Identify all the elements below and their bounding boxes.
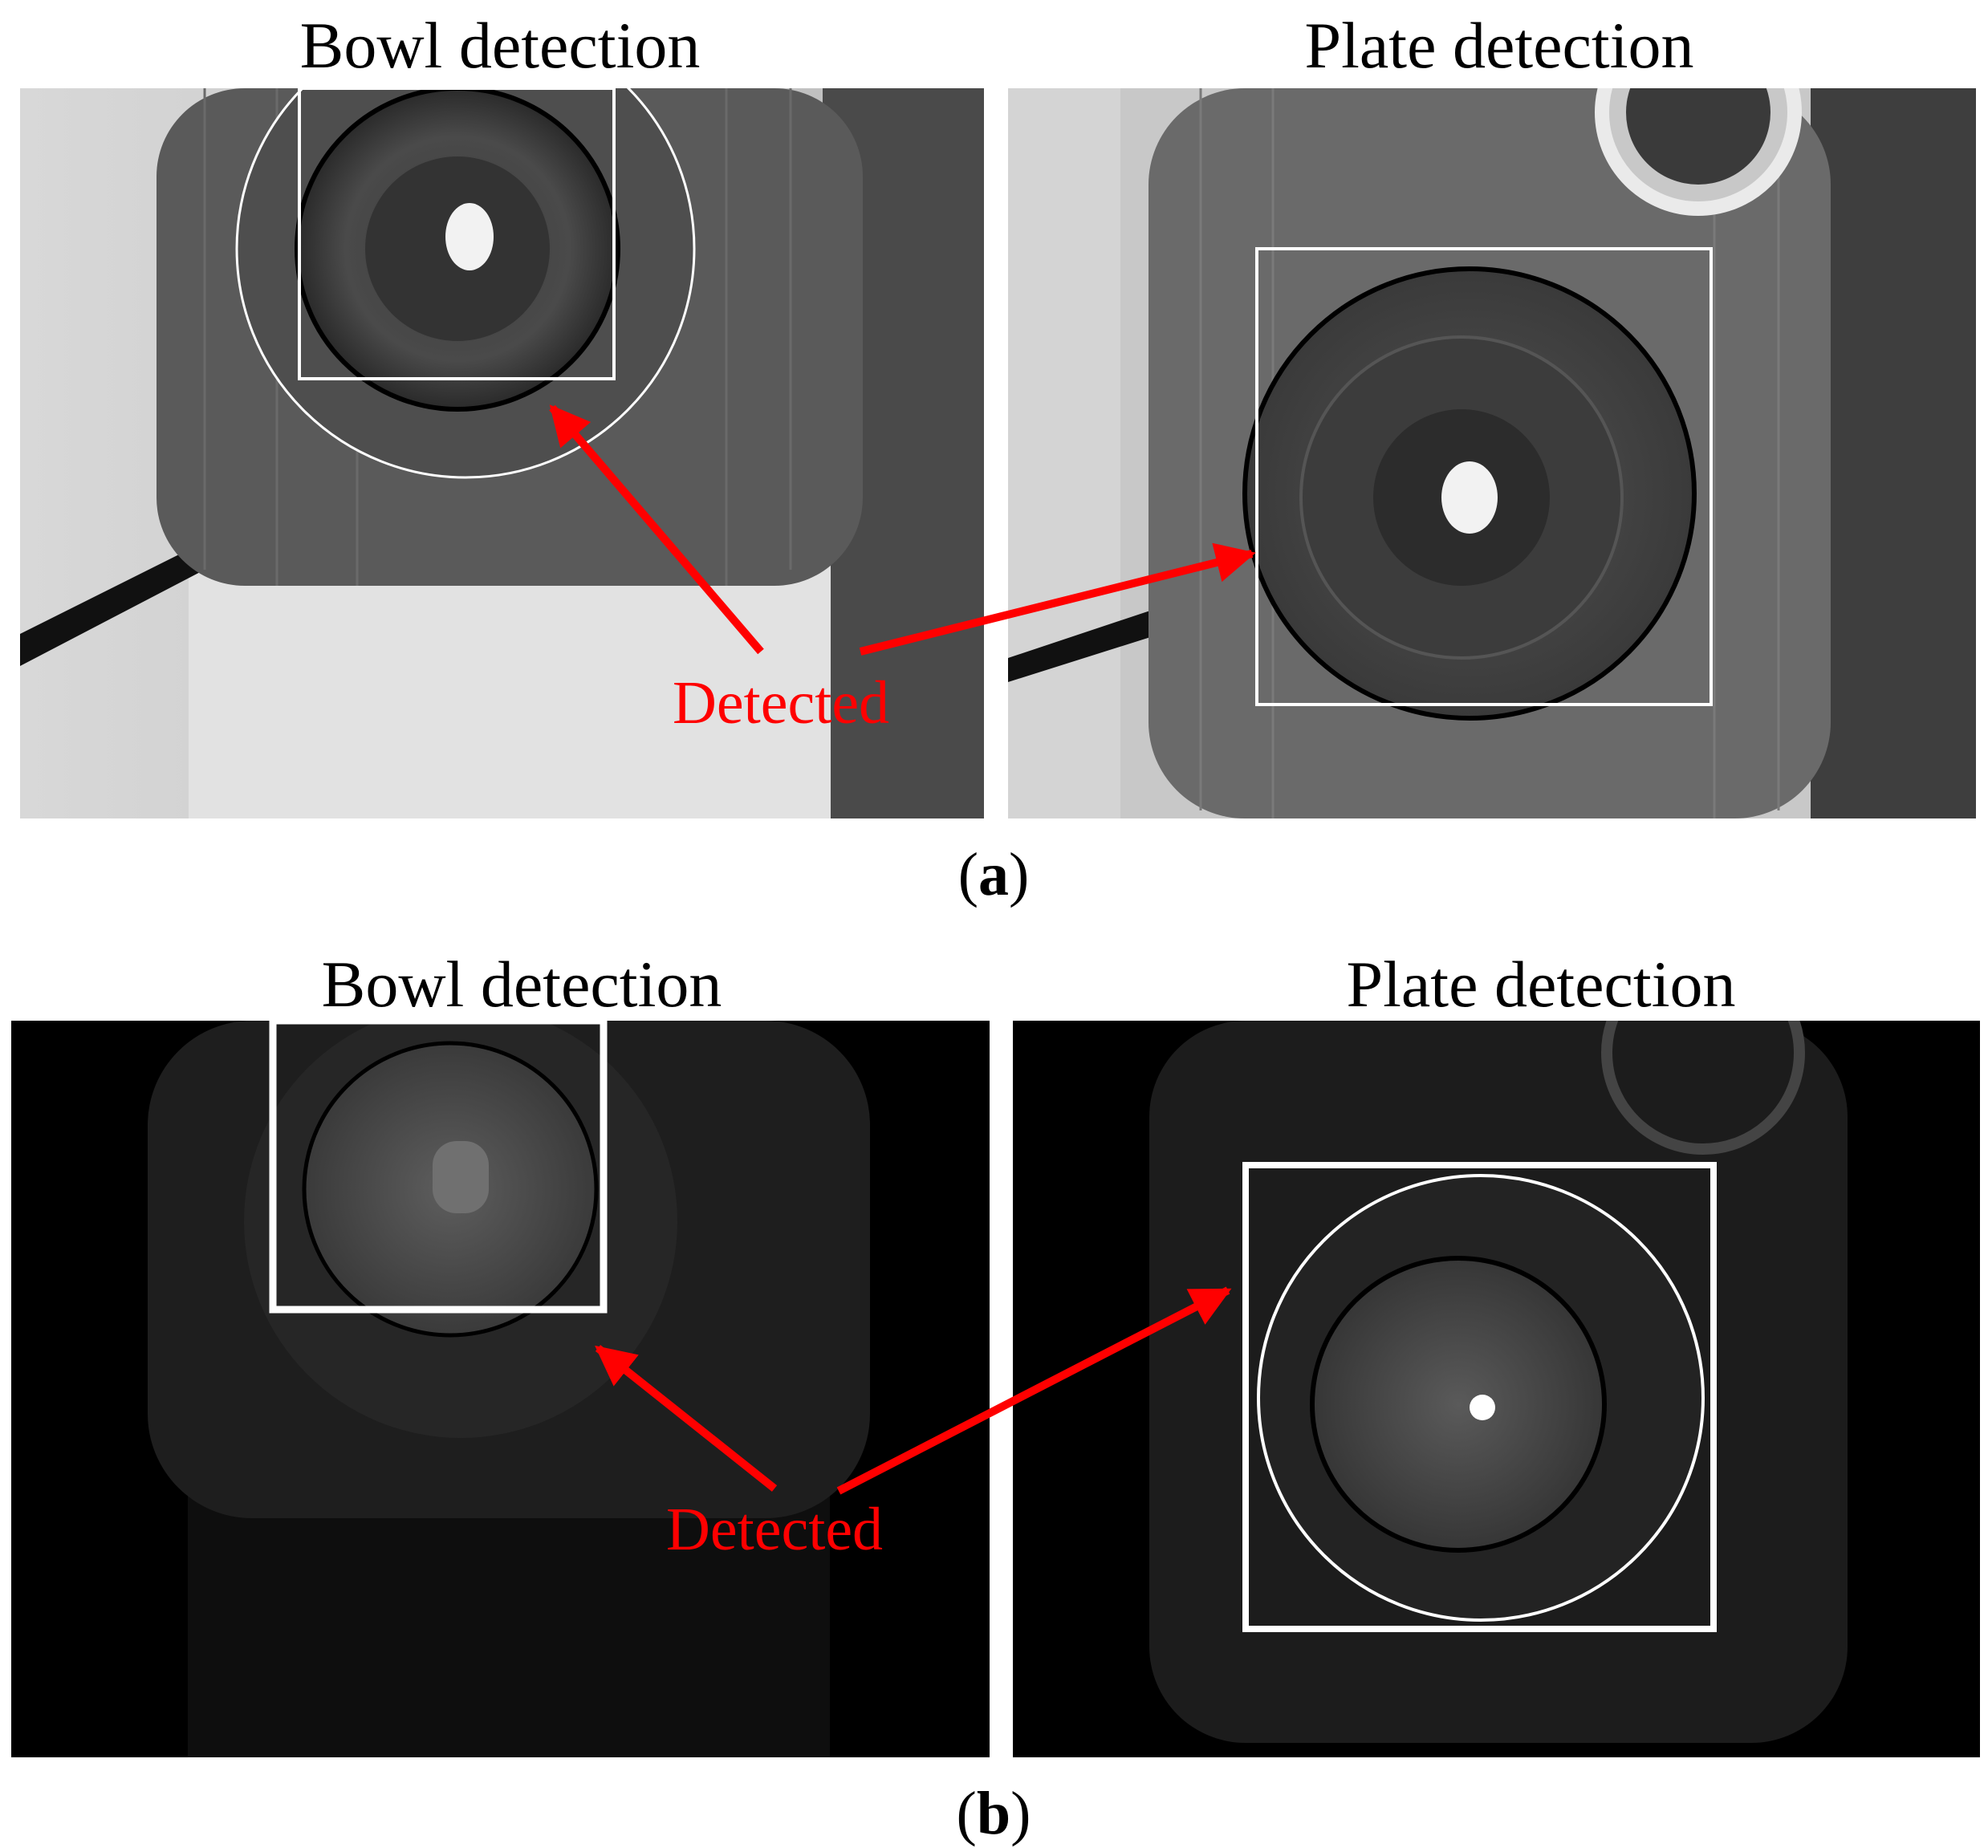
title-a-bowl: Bowl detection bbox=[299, 9, 701, 82]
detected-label-a: Detected bbox=[673, 669, 890, 737]
title-b-plate: Plate detection bbox=[1346, 948, 1736, 1021]
caption-a: (a) bbox=[957, 841, 1030, 908]
depth-b-bowl bbox=[11, 1021, 990, 1757]
caption-b: (b) bbox=[956, 1780, 1031, 1847]
detected-label-b: Detected bbox=[666, 1496, 884, 1563]
title-b-bowl: Bowl detection bbox=[321, 948, 722, 1021]
title-a-plate: Plate detection bbox=[1304, 9, 1694, 82]
depth-b-plate bbox=[1013, 1021, 1980, 1757]
photo-a-plate bbox=[1008, 88, 1976, 818]
photo-a-bowl bbox=[20, 88, 984, 818]
